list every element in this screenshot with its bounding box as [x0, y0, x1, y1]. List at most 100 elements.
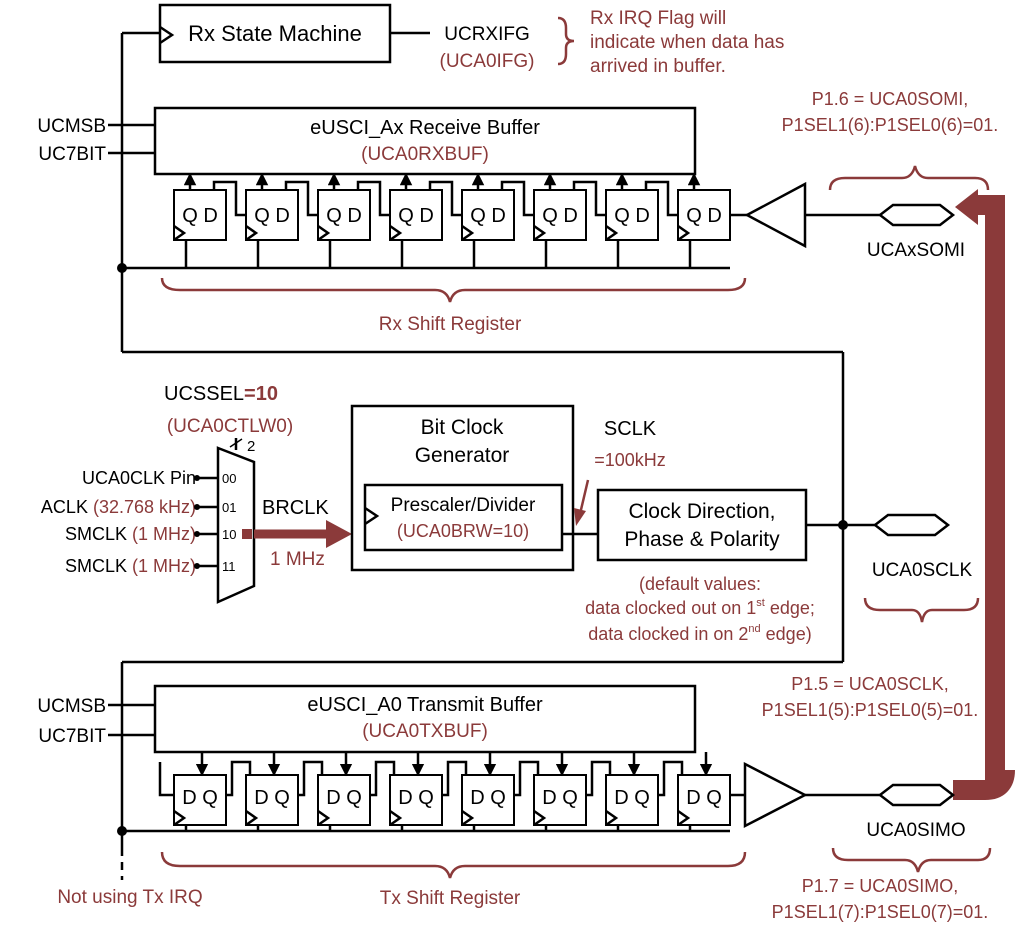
defaults-line-2: data clocked out on 1st edge; — [585, 597, 815, 618]
ucrxifg-label: UCRXIFG — [444, 24, 530, 45]
ucssel-register: (UCA0CTLW0) — [167, 416, 293, 437]
prescaler-divider-label: Prescaler/Divider — [391, 495, 536, 516]
rx-clock-junction — [117, 263, 127, 273]
mux-select-code: 11 — [222, 559, 236, 574]
rx-uc7bit-label: UC7BIT — [38, 144, 106, 165]
rx-receive-buffer-title: eUSCI_Ax Receive Buffer — [310, 117, 540, 139]
rx-flipflop-label: Q D — [542, 205, 578, 227]
somi-signal-label: UCAxSOMI — [867, 240, 965, 261]
rx-flipflop: Q D — [173, 172, 227, 268]
sclk-label: SCLK — [604, 418, 657, 440]
uca0ifg-label: (UCA0IFG) — [440, 51, 535, 72]
defaults-line-3: data clocked in on 2nd edge) — [588, 623, 811, 644]
rx-flipflop-label: Q D — [182, 205, 218, 227]
mux-input-label: ACLK (32.768 kHz) — [41, 497, 196, 517]
rx-flipflop-label: Q D — [326, 205, 362, 227]
rx-flipflop-label: Q D — [398, 205, 434, 227]
no-tx-irq-label: Not using Tx IRQ — [57, 887, 202, 908]
brclk-label: BRCLK — [262, 497, 329, 519]
rx-flipflop: Q D — [572, 172, 659, 268]
mux-select-code: 00 — [222, 471, 236, 486]
tx-flipflop: D Q — [245, 752, 324, 831]
irq-note-line-3: arrived in buffer. — [590, 56, 726, 77]
simo-pin-line-1: P1.7 = UCA0SIMO, — [802, 876, 959, 896]
sclk-pointer-arrow — [578, 479, 590, 515]
rx-flipflop: Q D — [212, 172, 299, 268]
rx-flipflop-label: Q D — [614, 205, 650, 227]
rx-receive-buffer-box — [153, 106, 697, 176]
ucssel-bus-width: 2 — [247, 438, 255, 455]
tx-transmit-buffer-register: (UCA0TXBUF) — [362, 721, 488, 742]
rx-flipflop: Q D — [500, 172, 587, 268]
mux-select-code: 01 — [222, 500, 236, 515]
rx-flipflop-label: Q D — [470, 205, 506, 227]
tx-flipflop: D Q — [173, 752, 252, 831]
rx-flipflop-label: Q D — [254, 205, 290, 227]
tx-transmit-buffer-title: eUSCI_A0 Transmit Buffer — [307, 694, 543, 716]
tx-flipflop: D Q — [389, 752, 468, 831]
rx-ucmsb-label: UCMSB — [37, 116, 106, 137]
loopback-bottom-bend — [953, 769, 1015, 800]
tx-flipflop-label: D Q — [398, 787, 434, 809]
tx-flipflop-label: D Q — [326, 787, 362, 809]
simo-signal-label: UCA0SIMO — [866, 820, 965, 841]
sclk-pointer-head — [574, 508, 586, 526]
tx-transmit-buffer-box — [153, 684, 697, 754]
sclk-signal-label: UCA0SCLK — [872, 560, 973, 581]
rx-shift-register-brace — [160, 277, 747, 303]
rx-flipflop: Q D — [428, 172, 515, 268]
tx-flipflop-label: D Q — [686, 787, 722, 809]
bit-clock-generator-title-2: Generator — [415, 444, 510, 467]
tx-serial-in — [158, 762, 174, 797]
rx-flipflop: Q D — [644, 172, 731, 268]
rx-input-buffer-amp — [744, 181, 807, 249]
tx-flipflop: D Q — [317, 752, 396, 831]
mux-input-label: SMCLK (1 MHz) — [65, 524, 196, 544]
somi-pin-line-1: P1.6 = UCA0SOMI, — [812, 89, 969, 109]
simo-pin-hexagon — [877, 783, 956, 807]
rx-state-machine-label: Rx State Machine — [188, 21, 362, 46]
tx-flipflop-label: D Q — [470, 787, 506, 809]
sclk-pin-line-1: P1.5 = UCA0SCLK, — [791, 674, 949, 694]
tx-flipflop: D Q — [605, 752, 684, 831]
irq-note-line-2: indicate when data has — [590, 32, 784, 53]
sclk-pin-line-2: P1SEL1(5):P1SEL0(5)=01. — [762, 700, 979, 720]
somi-pin-line-2: P1SEL1(6):P1SEL0(6)=01. — [782, 115, 999, 135]
simo-pin-brace — [831, 847, 992, 873]
rx-shift-register-label: Rx Shift Register — [379, 314, 522, 335]
tx-uc7bit-label: UC7BIT — [38, 726, 106, 747]
rx-flipflop: Q D — [356, 172, 443, 268]
brclk-source-dot — [242, 529, 252, 539]
irq-note-line-1: Rx IRQ Flag will — [590, 8, 726, 29]
bit-clock-generator-title-1: Bit Clock — [421, 416, 504, 439]
prescaler-divider-register: (UCA0BRW=10) — [397, 521, 529, 541]
loopback-wire — [975, 195, 1005, 785]
somi-pin-hexagon — [877, 203, 956, 227]
ucssel-label: UCSSEL=10 — [164, 383, 278, 405]
mux-input: SMCLK (1 MHz) 10 — [65, 524, 237, 544]
prescaler-clock-edge — [364, 506, 380, 526]
clock-direction-title-2: Phase & Polarity — [624, 528, 780, 551]
tx-flipflop-label: D Q — [542, 787, 578, 809]
mux-input-label: UCA0CLK Pin — [82, 468, 196, 488]
clock-direction-title-1: Clock Direction, — [628, 500, 775, 523]
clock-source-mux — [216, 446, 256, 604]
clock-direction-box — [596, 488, 808, 562]
mux-select-code: 10 — [222, 527, 236, 542]
irq-note-brace — [557, 16, 575, 66]
tx-shift-register-label: Tx Shift Register — [380, 888, 521, 909]
sclk-frequency: =100kHz — [594, 450, 666, 470]
tx-flipflop: D Q — [533, 752, 612, 831]
tx-output-buffer-amp — [743, 761, 808, 829]
brclk-arrowhead — [326, 520, 352, 548]
tx-flipflop: D Q — [461, 752, 540, 831]
mux-input: SMCLK (1 MHz)11 — [65, 556, 236, 576]
tx-clock-junction — [117, 826, 127, 836]
rx-receive-buffer-register: (UCA0RXBUF) — [361, 144, 489, 165]
rx-flipflop: Q D — [284, 172, 371, 268]
simo-pin-line-2: P1SEL1(7):P1SEL0(7)=01. — [772, 902, 989, 922]
